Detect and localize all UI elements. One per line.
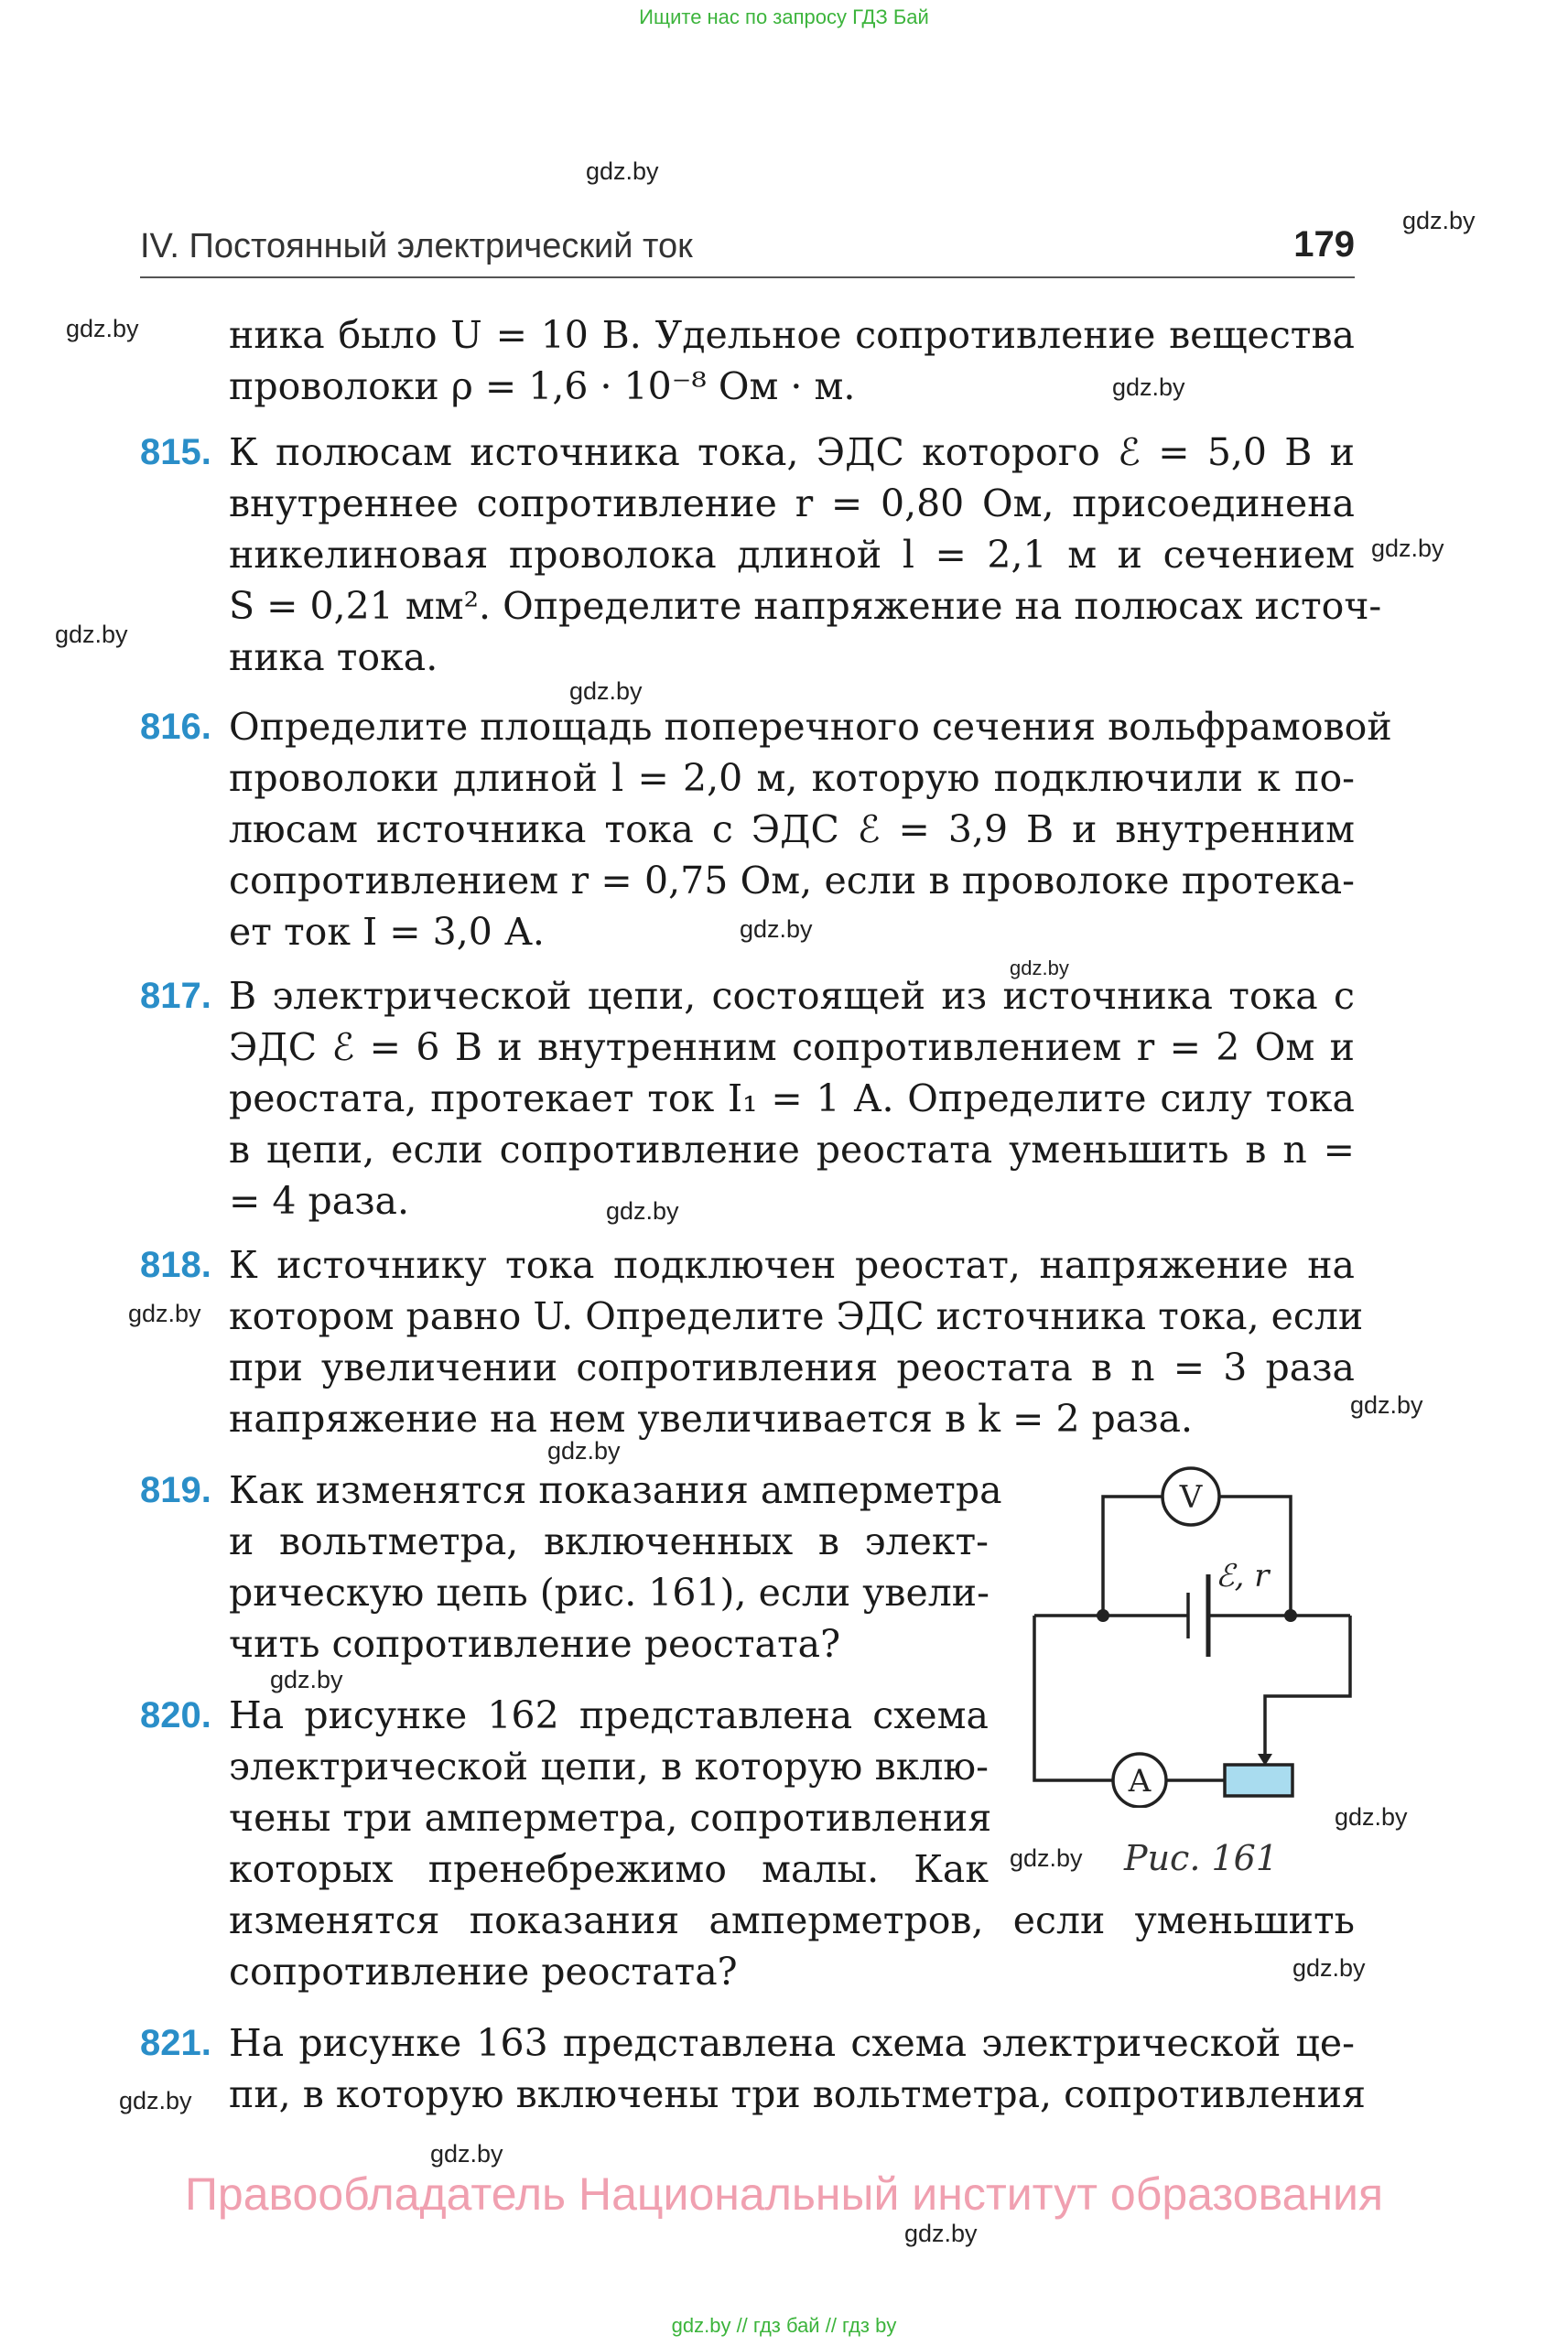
watermark: gdz.by [586, 157, 659, 185]
text-line: ЭДС ℰ = 6 В и внутренним сопротивлением … [229, 1025, 1355, 1069]
text-line: проволоки длиной l = 2,0 м, которую подк… [229, 756, 1355, 800]
watermark: gdz.by [1335, 1803, 1408, 1831]
circuit-diagram: V A ℰ, r [1033, 1466, 1352, 1808]
watermark: gdz.by [569, 677, 643, 705]
text-line: проволоки ρ = 1,6 · 10⁻⁸ Ом · м. [229, 364, 856, 408]
text-line: изменятся показания амперметров, если ум… [229, 1898, 1355, 1942]
text-line: В электрической цепи, состоящей из источ… [229, 974, 1355, 1018]
chapter-title: IV. Постоянный электрический ток [140, 227, 693, 265]
ammeter-icon [1111, 1752, 1168, 1808]
text-line: К источнику тока подключен реостат, напр… [229, 1243, 1355, 1287]
text-line: На рисунке 162 представлена схема [229, 1693, 989, 1737]
text-line: чить сопротивление реостата? [229, 1622, 841, 1666]
text-line: котором равно U. Определите ЭДС источник… [229, 1294, 1364, 1338]
watermark: gdz.by [270, 1666, 343, 1693]
text-line: пи, в которую включены три вольтметра, с… [229, 2072, 1366, 2116]
watermark: gdz.by [128, 1300, 201, 1327]
problem-number: 815. [140, 432, 211, 472]
watermark: gdz.by [904, 2220, 978, 2247]
text-line: люсам источника тока с ЭДС ℰ = 3,9 В и в… [229, 807, 1355, 851]
ammeter-label: A [1128, 1763, 1152, 1800]
watermark: gdz.by [55, 621, 128, 648]
problem-number: 821. [140, 2023, 211, 2063]
watermark: gdz.by [1371, 535, 1444, 562]
junction-dot [1097, 1609, 1109, 1622]
watermark: gdz.by [430, 2140, 503, 2168]
text-line: = 4 раза. [229, 1179, 410, 1223]
watermark: gdz.by [1402, 207, 1476, 234]
text-line: внутреннее сопротивление r = 0,80 Ом, пр… [229, 481, 1355, 525]
watermark: gdz.by [547, 1437, 621, 1465]
text-line: в цепи, если сопротивление реостата умен… [229, 1128, 1355, 1172]
top-banner[interactable]: Ищите нас по запросу ГДЗ Бай [639, 5, 929, 28]
voltmeter-label: V [1179, 1479, 1204, 1516]
watermark: gdz.by [1292, 1954, 1366, 1982]
text-line: Определите площадь поперечного сечения в… [229, 705, 1392, 749]
figure-caption: Рис. 161 [1124, 1838, 1279, 1878]
text-line: сопротивление реостата? [229, 1950, 738, 1994]
text-line: рическую цепь (рис. 161), если увели- [229, 1571, 989, 1615]
voltmeter-icon [1161, 1466, 1221, 1527]
text-line: ника было U = 10 В. Удельное сопротивлен… [229, 313, 1355, 357]
watermark: gdz.by [606, 1197, 679, 1225]
watermark: gdz.by [1112, 373, 1185, 401]
watermark: gdz.by [1010, 1844, 1083, 1872]
source-label: ℰ, r [1216, 1558, 1271, 1595]
slider-arrow-icon [1258, 1754, 1272, 1766]
watermark: gdz.by [1350, 1391, 1423, 1419]
page-number: 179 [1293, 224, 1355, 265]
text-line: напряжение на нем увеличивается в k = 2 … [229, 1397, 1194, 1441]
text-line: ника тока. [229, 635, 438, 679]
text-line: и вольтметра, включенных в элект- [229, 1519, 989, 1563]
text-line: сопротивлением r = 0,75 Ом, если в прово… [229, 859, 1355, 903]
text-line: при увеличении сопротивления реостата в … [229, 1346, 1355, 1389]
problem-number: 816. [140, 707, 211, 747]
watermark: gdz.by [119, 2087, 192, 2114]
junction-dot [1284, 1609, 1297, 1622]
rheostat-icon [1223, 1763, 1294, 1798]
text-line: На рисунке 163 представлена схема электр… [229, 2021, 1355, 2065]
text-line: чены три амперметра, сопротивления [229, 1796, 992, 1840]
header-rule [140, 276, 1355, 278]
watermark: gdz.by [1010, 957, 1069, 979]
text-line: реостата, протекает ток I₁ = 1 А. Опреде… [229, 1076, 1355, 1120]
text-line: Как изменятся показания амперметра [229, 1468, 1002, 1512]
text-line: ет ток I = 3,0 А. [229, 910, 545, 954]
problem-number: 819. [140, 1470, 211, 1510]
text-line: К полюсам источника тока, ЭДС которого ℰ… [229, 430, 1355, 474]
copyright-notice: Правообладатель Национальный институт об… [184, 2168, 1384, 2220]
watermark: gdz.by [740, 915, 813, 943]
problem-number: 817. [140, 976, 211, 1016]
footer-links[interactable]: gdz.by // гдз бай // гдз by [671, 2314, 897, 2337]
text-line: S = 0,21 мм². Определите напряжение на п… [229, 584, 1382, 628]
watermark: gdz.by [66, 315, 139, 342]
text-line: никелиновая проволока длиной l = 2,1 м и… [229, 533, 1355, 577]
problem-number: 818. [140, 1245, 211, 1285]
problem-number: 820. [140, 1695, 211, 1735]
text-line: электрической цепи, в которую вклю- [229, 1745, 989, 1789]
text-line: которых пренебрежимо малы. Как [229, 1847, 989, 1891]
